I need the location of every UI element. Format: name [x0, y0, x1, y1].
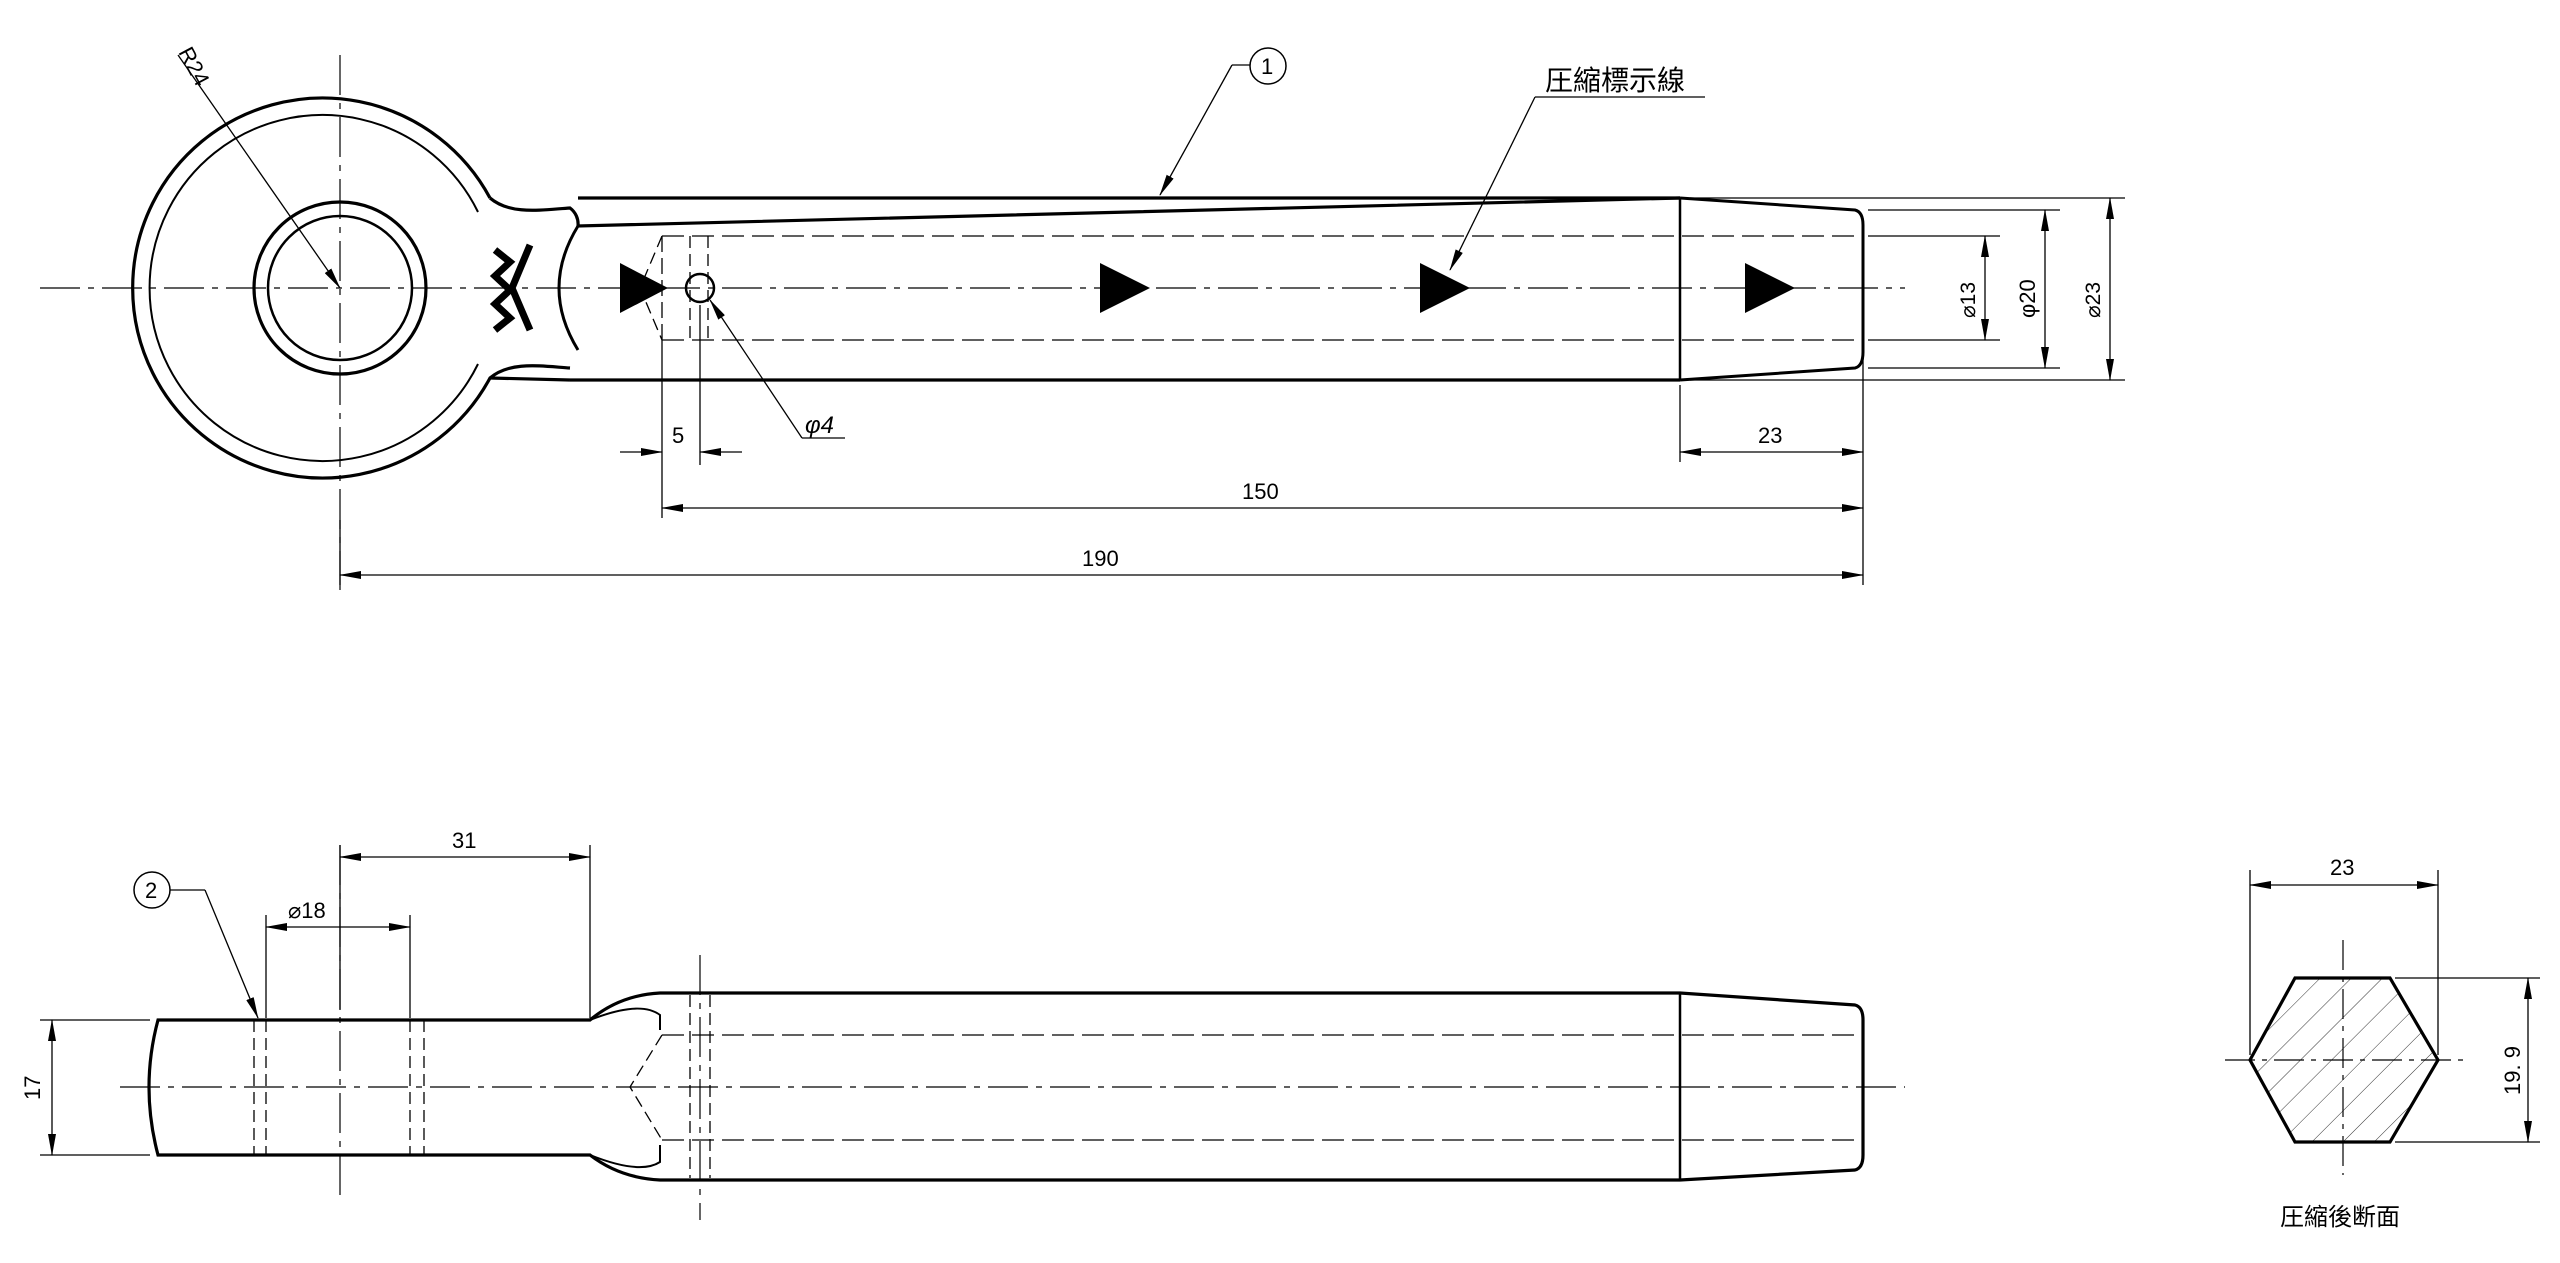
balloon-1-number: 1 [1261, 54, 1273, 79]
balloon-1 [1249, 47, 1287, 85]
side-neck-top [589, 1007, 661, 1030]
side-dimensions [40, 845, 591, 1156]
section-view [2225, 870, 2540, 1175]
section-caption: 圧縮後断面 [2280, 1204, 2400, 1231]
section-labels: 23 19. 9 圧縮後断面 [2280, 855, 2525, 1231]
balloon-2-leader [204, 889, 259, 1019]
eye-bore-outer [252, 200, 428, 376]
compression-mark-1 [620, 263, 668, 313]
section-width-label: 23 [2330, 855, 2354, 880]
eye-lower-join [489, 376, 571, 382]
dim-190-label: 190 [1082, 546, 1119, 571]
hole-dia-label: φ4 [805, 412, 834, 439]
eye-flat-outline [147, 991, 1865, 1182]
compression-mark-2 [1100, 263, 1150, 313]
maker-logo [489, 243, 534, 333]
dim-23-length-label: 23 [1758, 423, 1782, 448]
eye-outer-arc [131, 96, 571, 480]
section-height-label: 19. 9 [2500, 1046, 2525, 1095]
dim-17-label: 17 [20, 1076, 45, 1100]
inspection-hole [684, 272, 716, 304]
taper-top [1679, 196, 1865, 226]
top-dimension-labels: R24 5 φ4 23 150 190 ⌀13 φ20 ⌀23 圧縮標示線 1 [174, 43, 2105, 571]
top-view [40, 55, 1905, 590]
eye-outer-outline [488, 196, 1681, 228]
radius-leader [177, 54, 341, 289]
side-neck-bottom [589, 1145, 661, 1169]
dia-23-label: ⌀23 [2082, 282, 2105, 318]
balloon-1-leader [1159, 64, 1233, 196]
dia-13-label: ⌀13 [1957, 282, 1980, 318]
side-dimension-labels: 31 ⌀18 17 2 [20, 828, 476, 1100]
compression-mark-note: 圧縮標示線 [1545, 65, 1685, 96]
compression-mark-4 [1745, 263, 1795, 313]
dim-150-label: 150 [1242, 479, 1279, 504]
eye-bore-inner [266, 214, 414, 362]
dia-18-label: ⌀18 [288, 898, 326, 923]
eye-inner-arc [148, 114, 479, 462]
eye-neck-curve [557, 225, 580, 351]
balloon-2 [133, 871, 171, 909]
taper-bottom [1679, 351, 1865, 382]
compression-mark-3 [1420, 263, 1470, 313]
top-dimensions [177, 54, 2125, 585]
dim-31-label: 31 [452, 828, 476, 853]
side-view [120, 845, 1905, 1220]
side-drill-point [629, 1034, 663, 1141]
dia-20-label: φ20 [2015, 279, 2040, 318]
dim-5-label: 5 [672, 423, 684, 448]
hole-leader [709, 299, 803, 439]
compression-marks [620, 263, 1795, 313]
balloon-2-number: 2 [145, 878, 157, 903]
radius-label: R24 [174, 43, 215, 90]
note-leader [1449, 96, 1536, 271]
